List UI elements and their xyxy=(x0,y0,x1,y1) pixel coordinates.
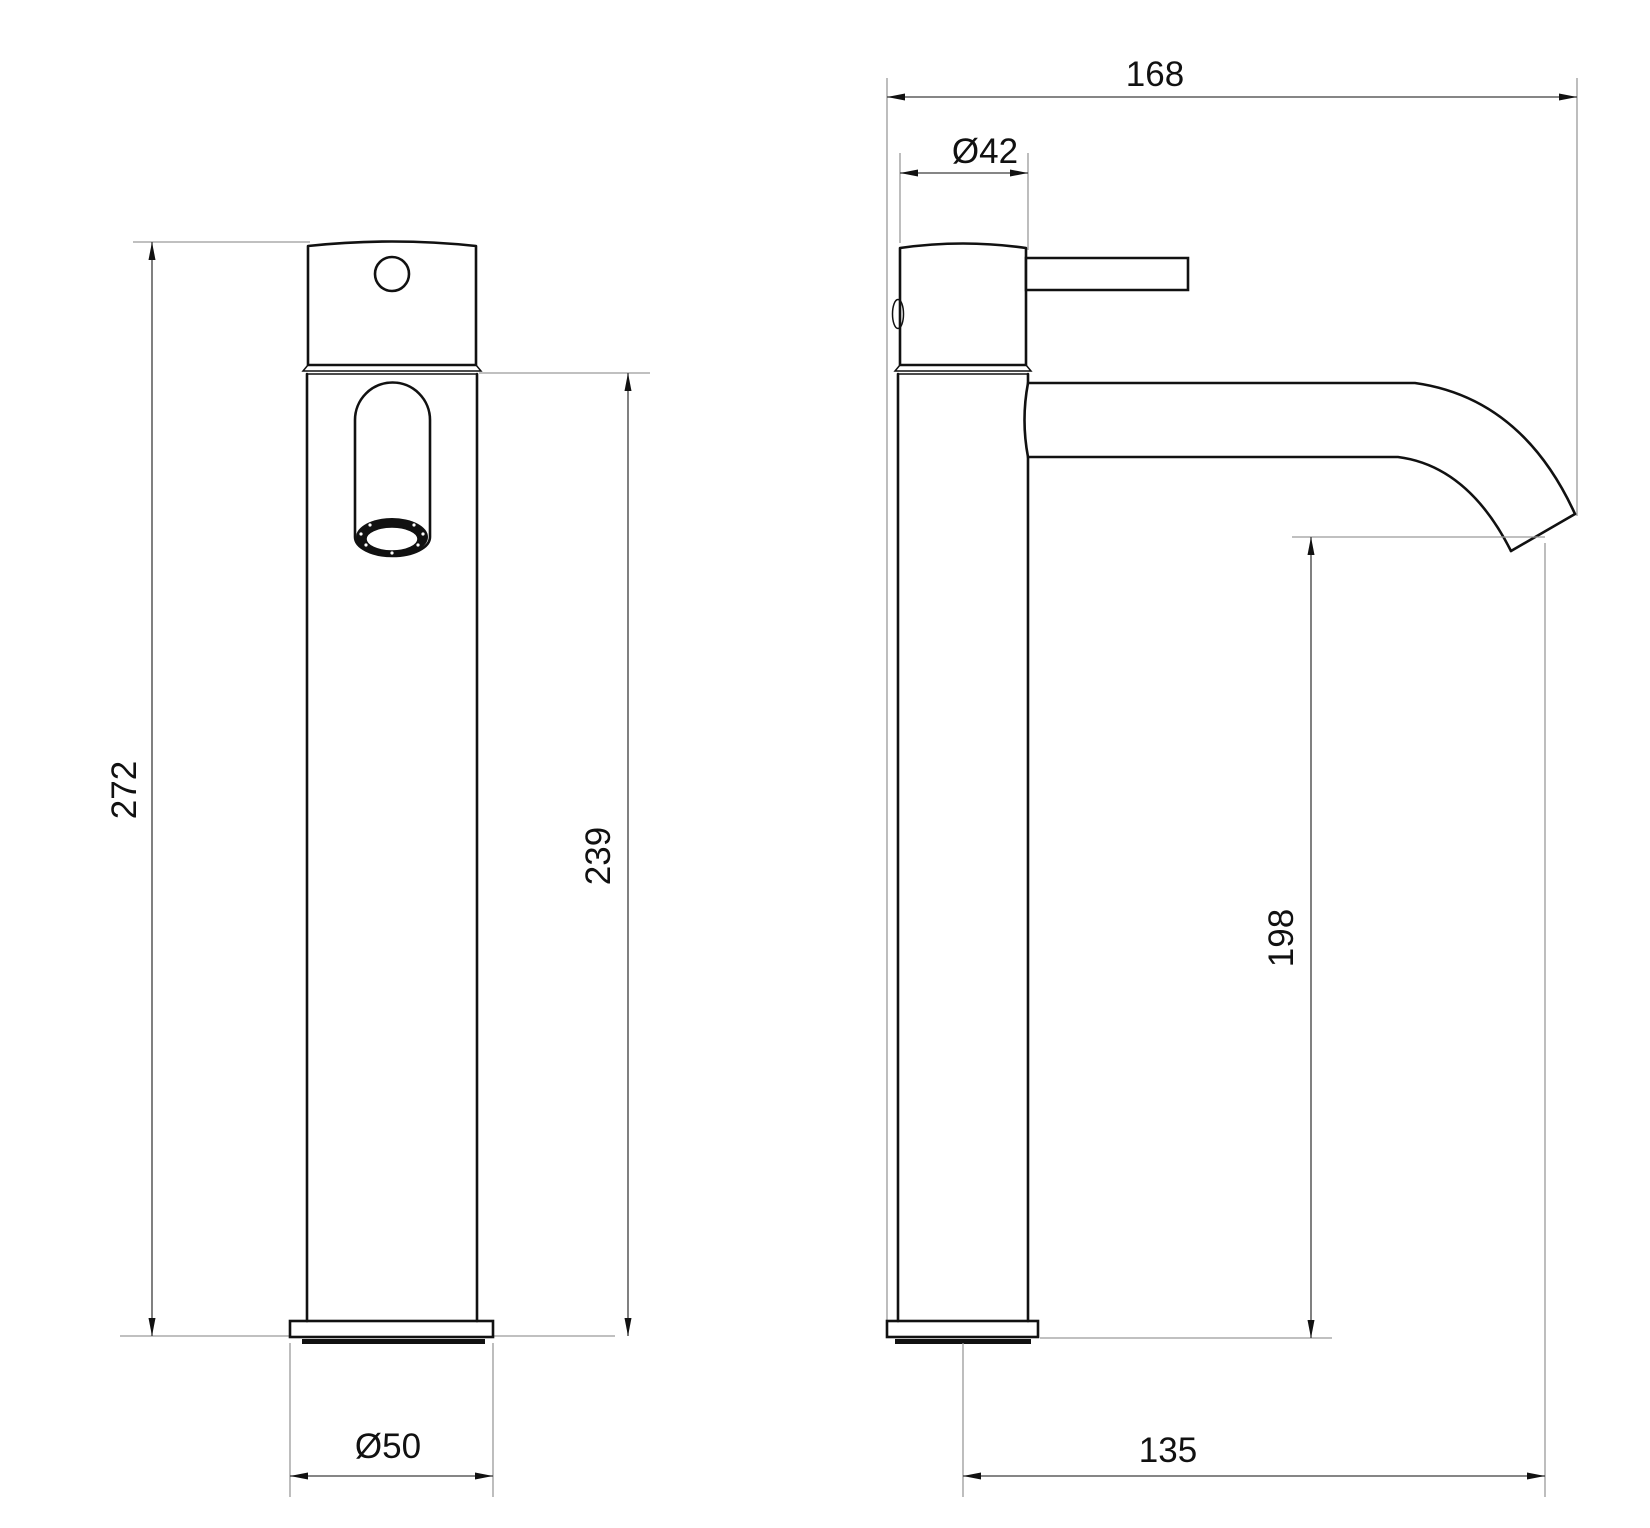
dimension-side-body-diameter: Ø42 xyxy=(899,132,1029,250)
spout-outlet-cut xyxy=(1509,512,1577,553)
dimension-side-overall-depth: 168 xyxy=(887,55,1577,101)
side-body-right-edge xyxy=(1023,372,1030,1323)
aerator-ring xyxy=(356,518,428,556)
dim-239-label: 239 xyxy=(579,827,618,885)
spout-top-edge xyxy=(1026,381,1577,516)
front-collar-ring xyxy=(301,364,483,372)
dim-272-label: 272 xyxy=(105,761,144,819)
dimension-side-outlet-height: 198 xyxy=(1262,536,1545,1338)
dim-50-extension-lines xyxy=(289,1343,494,1497)
front-body-column xyxy=(305,372,479,1323)
front-head-cap xyxy=(306,240,478,367)
dim-168-label: 168 xyxy=(1126,55,1184,94)
side-base-plate xyxy=(885,1319,1040,1339)
front-base-plate xyxy=(288,1319,495,1339)
side-collar-ring xyxy=(893,364,1033,372)
front-spout-recess xyxy=(353,381,432,558)
dim-42-label: Ø42 xyxy=(952,132,1018,171)
spout-bottom-edge xyxy=(1026,455,1513,553)
side-cartridge-pin xyxy=(891,298,905,330)
dimension-front-upper-height: 239 xyxy=(479,372,650,1336)
front-view: 272 239 Ø50 xyxy=(105,240,650,1497)
side-view: 168 Ø42 198 135 xyxy=(885,55,1578,1497)
dim-135-label: 135 xyxy=(1139,1431,1197,1470)
front-button-detail xyxy=(373,255,411,293)
dim-42-extension-lines xyxy=(899,153,1029,250)
dimension-side-spout-reach: 135 xyxy=(962,543,1546,1497)
dim-135-extension-lines xyxy=(962,543,1546,1497)
dim-198-label: 198 xyxy=(1262,909,1301,967)
aerator-ring-inner xyxy=(365,526,419,552)
dimension-front-base-diameter: Ø50 xyxy=(289,1343,494,1497)
dim-50-label: Ø50 xyxy=(355,1427,421,1466)
lever-handle xyxy=(1024,256,1190,292)
spout xyxy=(1026,381,1577,553)
side-head-cap xyxy=(898,242,1028,367)
aerator-ring-dots xyxy=(359,523,425,555)
dimension-front-overall-height: 272 xyxy=(105,241,310,1336)
